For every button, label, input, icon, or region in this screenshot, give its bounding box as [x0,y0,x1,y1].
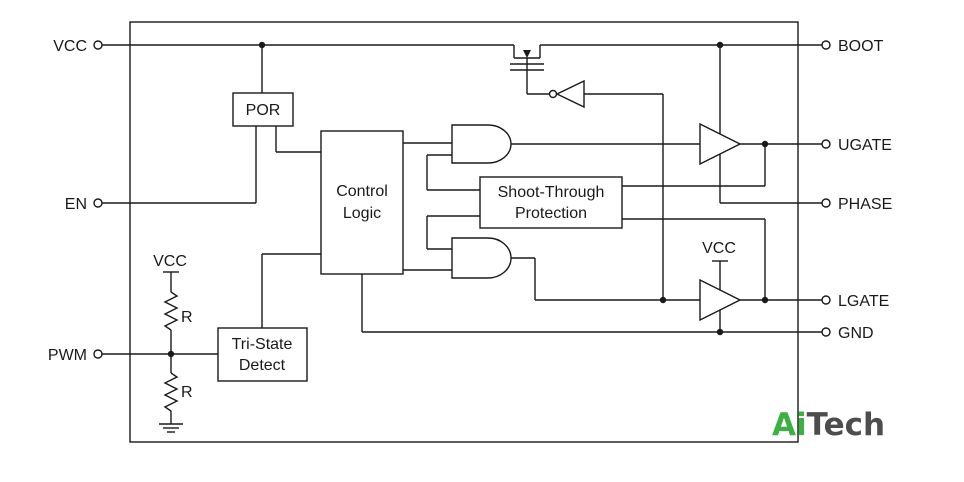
control-logic-label-line1: Control [336,183,388,200]
vcc-resistor-label: VCC [153,253,187,270]
and-gate-lower [451,237,512,279]
shoot-through-label-line2: Protection [515,205,587,222]
open-circles [93,40,831,359]
aitech-logo: AiTech [772,407,885,443]
tri-state-label-line1: Tri-State [232,336,293,353]
resistor-top-label: R [181,309,193,326]
logo-tech: Tech [807,407,886,443]
shoot-through-label-line1: Shoot-Through [498,184,605,201]
block-tri-state-detect: Tri-State Detect [217,327,308,382]
and-gate-upper [451,124,512,164]
svg-text:AiTech: AiTech [772,407,885,443]
por-label: POR [246,102,281,119]
tri-state-label-line2: Detect [239,357,286,374]
pin-vcc-label: VCC [53,38,87,55]
chip-outline [129,21,799,443]
block-control-logic: Control Logic [320,130,404,275]
mosfet-arrow [523,50,531,58]
logo-ai: Ai [772,407,807,443]
block-shoot-through-protection: Shoot-Through Protection [479,176,623,229]
pin-phase-label: PHASE [838,196,892,213]
block-por: POR [232,92,294,127]
pin-ugate-label: UGATE [838,137,892,154]
pin-boot-label: BOOT [838,38,884,55]
junction-dots [167,41,769,358]
pin-gnd-label: GND [838,325,874,342]
pin-en-label: EN [65,196,87,213]
pin-pwm-label: PWM [48,347,87,364]
pin-lgate-label: LGATE [838,293,889,310]
vcc-lowdriver-label: VCC [702,240,736,257]
wires [102,44,822,433]
control-logic-label-line2: Logic [343,205,381,222]
resistor-bottom-label: R [181,384,193,401]
